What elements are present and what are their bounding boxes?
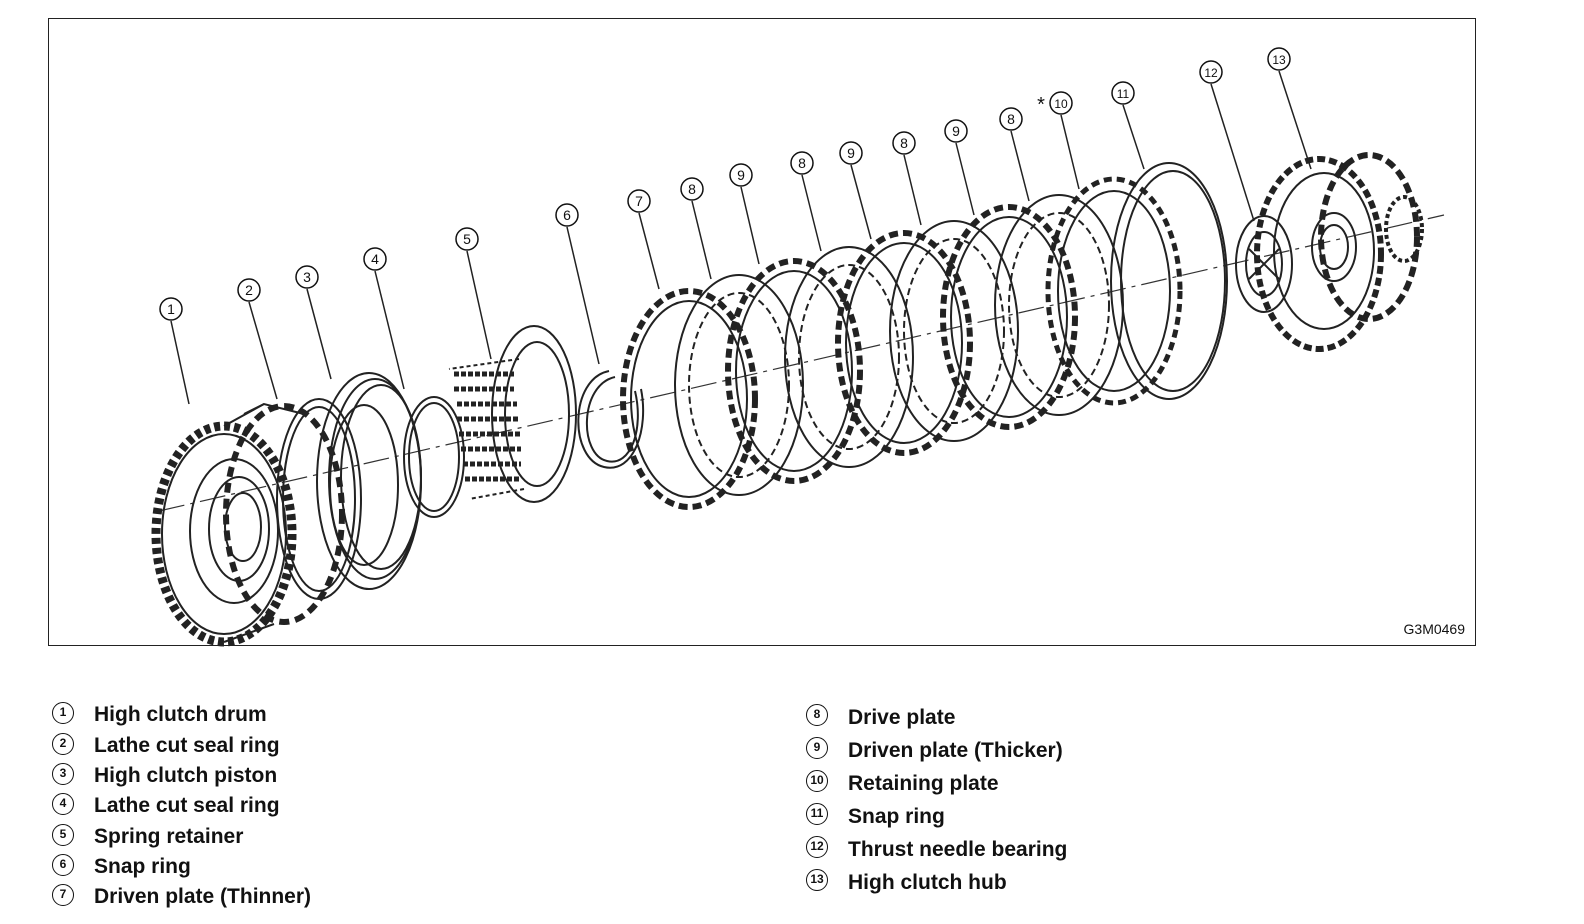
- part-snap-ring-small: [577, 370, 645, 469]
- part-snap-ring-large: [1110, 162, 1228, 400]
- callout-labels: 1 2 3 4 5 6 7 8 9 8 9 8 9 8 * 10 11 12 13: [159, 47, 1291, 321]
- part-lathe-cut-seal-ring-outer: [276, 398, 362, 600]
- legend-label: Driven plate (Thicker): [848, 738, 1063, 762]
- legend-item: 3 High clutch piston: [52, 761, 311, 791]
- legend-number: 5: [52, 823, 74, 846]
- svg-text:8: 8: [1007, 111, 1015, 127]
- legend-item: 13 High clutch hub: [806, 865, 1067, 898]
- legend-label: High clutch drum: [94, 703, 267, 727]
- legend-item: 11 Snap ring: [806, 799, 1067, 832]
- legend-number: 8: [806, 704, 828, 727]
- legend-label: Thrust needle bearing: [848, 837, 1068, 861]
- svg-text:9: 9: [737, 167, 745, 183]
- callout-9b: 9: [839, 141, 863, 165]
- svg-text:6: 6: [563, 207, 571, 223]
- legend-number: 3: [52, 763, 74, 786]
- callout-4: 4: [363, 247, 387, 271]
- callout-13: 13: [1267, 47, 1291, 71]
- center-axis-line: [158, 214, 1445, 512]
- legend-label: Snap ring: [848, 804, 945, 828]
- part-high-clutch-drum: [151, 402, 345, 647]
- legend-item: 2 Lathe cut seal ring: [52, 730, 311, 760]
- legend-label: Lathe cut seal ring: [94, 794, 280, 818]
- legend-number: 10: [806, 770, 828, 793]
- svg-text:7: 7: [635, 193, 643, 209]
- callout-9a: 9: [729, 163, 753, 187]
- legend-item: 1 High clutch drum: [52, 700, 311, 730]
- leader-lines: [170, 70, 1312, 405]
- callout-7: 7: [627, 189, 651, 213]
- legend-label: Retaining plate: [848, 771, 999, 795]
- legend-item: 4 Lathe cut seal ring: [52, 791, 311, 821]
- legend-item: 9 Driven plate (Thicker): [806, 733, 1067, 766]
- svg-text:9: 9: [952, 123, 960, 139]
- legend-item: 10 Retaining plate: [806, 766, 1067, 799]
- legend-label: Snap ring: [94, 854, 191, 878]
- svg-text:8: 8: [688, 181, 696, 197]
- callout-8d: 8: [999, 107, 1023, 131]
- svg-text:9: 9: [847, 145, 855, 161]
- legend-right-column: 8 Drive plate 9 Driven plate (Thicker) 10 R…: [806, 700, 1067, 898]
- legend-number: 11: [806, 803, 828, 826]
- legend-label: Lathe cut seal ring: [94, 733, 280, 757]
- clutch-assembly-drawing: 1 2 3 4 5 6 7 8 9 8 9 8 9 8 * 10 11 12 13: [151, 47, 1445, 647]
- svg-text:13: 13: [1272, 53, 1286, 67]
- legend-label: Driven plate (Thinner): [94, 885, 312, 909]
- legend-number: 2: [52, 732, 74, 755]
- svg-text:5: 5: [463, 231, 471, 247]
- legend-label: High clutch hub: [848, 870, 1007, 894]
- legend-item: 7 Driven plate (Thinner): [52, 882, 311, 912]
- callout-8c: 8: [892, 131, 916, 155]
- callout-1: 1: [159, 297, 183, 321]
- svg-text:1: 1: [167, 301, 175, 317]
- figure-code: G3M0469: [1403, 621, 1465, 637]
- svg-text:11: 11: [1117, 87, 1130, 101]
- callout-10: * 10: [1037, 91, 1073, 116]
- svg-text:10: 10: [1054, 97, 1068, 111]
- legend-number: 9: [806, 737, 828, 760]
- svg-text:4: 4: [371, 251, 379, 267]
- callout-5: 5: [455, 227, 479, 251]
- legend-item: 8 Drive plate: [806, 700, 1067, 733]
- callout-12: 12: [1199, 60, 1223, 84]
- legend-number: 13: [806, 869, 828, 892]
- legend-number: 12: [806, 836, 828, 859]
- legend-number: 4: [52, 793, 74, 816]
- svg-text:12: 12: [1204, 66, 1218, 80]
- svg-text:*: *: [1037, 94, 1045, 116]
- callout-8b: 8: [790, 151, 814, 175]
- exploded-view-diagram: 1 2 3 4 5 6 7 8 9 8 9 8 9 8 * 10 11 12 13…: [48, 18, 1476, 647]
- callout-11: 11: [1111, 81, 1135, 105]
- legend-number: 1: [52, 702, 74, 725]
- part-high-clutch-piston: [316, 372, 422, 590]
- legend-label: Drive plate: [848, 705, 956, 729]
- svg-text:3: 3: [303, 269, 311, 285]
- legend-label: High clutch piston: [94, 764, 278, 788]
- legend-number: 7: [52, 884, 74, 907]
- svg-text:8: 8: [798, 155, 806, 171]
- legend-item: 5 Spring retainer: [52, 821, 311, 851]
- part-lathe-cut-seal-ring-inner: [403, 396, 465, 518]
- part-high-clutch-hub: [1254, 152, 1424, 352]
- callout-2: 2: [237, 278, 261, 302]
- callout-9c: 9: [944, 119, 968, 143]
- part-plate-stack: [620, 176, 1183, 510]
- part-spring-retainer: [448, 325, 577, 503]
- svg-text:2: 2: [245, 282, 253, 298]
- legend-label: Spring retainer: [94, 824, 244, 848]
- legend-item: 6 Snap ring: [52, 851, 311, 881]
- callout-8a: 8: [680, 177, 704, 201]
- callout-3: 3: [295, 265, 319, 289]
- callout-6: 6: [555, 203, 579, 227]
- legend-item: 12 Thrust needle bearing: [806, 832, 1067, 865]
- legend-number: 6: [52, 853, 74, 876]
- svg-text:8: 8: [900, 135, 908, 151]
